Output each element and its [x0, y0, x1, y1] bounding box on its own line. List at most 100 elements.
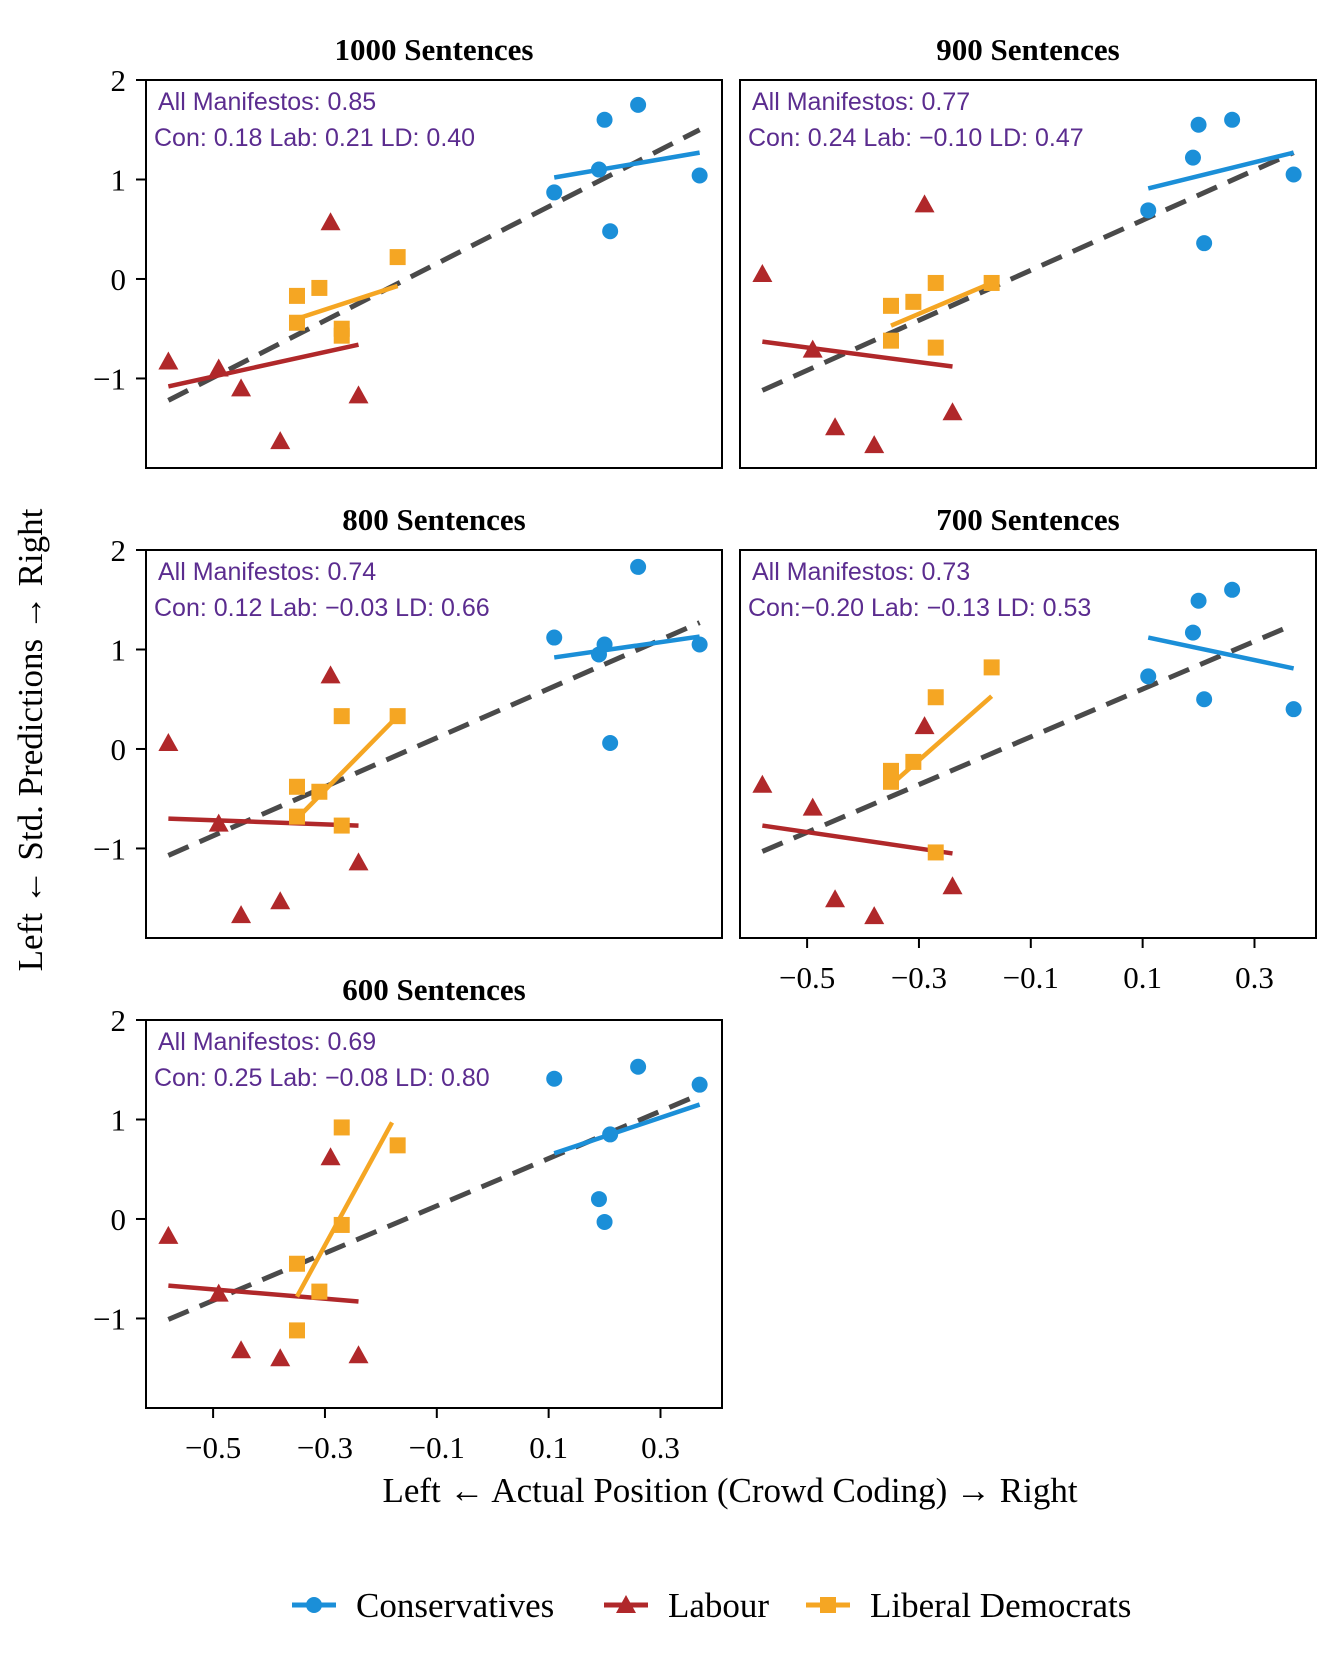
legend-marker-circle	[306, 1597, 322, 1613]
labour-point	[348, 852, 369, 871]
labour-point	[802, 797, 823, 816]
conservatives-point	[630, 1058, 647, 1075]
liberal-democrats-point	[927, 844, 944, 861]
labour-point	[158, 733, 179, 752]
conservatives-point	[630, 96, 647, 113]
legend-label: Liberal Democrats	[870, 1586, 1131, 1625]
labour-point	[752, 264, 773, 282]
labour-fit-line	[168, 816, 359, 828]
liberal-democrats-fit-line	[295, 1121, 395, 1298]
conservatives-point	[546, 1070, 563, 1087]
labour-point	[270, 1348, 291, 1367]
conservatives-point	[590, 161, 607, 178]
annotation-all: All Manifestos: 0.73	[752, 558, 970, 586]
conservatives-point	[590, 1191, 607, 1208]
x-tick-label: −0.5	[185, 1430, 241, 1465]
liberal-democrats-point	[905, 293, 922, 310]
liberal-democrats-point	[311, 1283, 328, 1300]
labour-point	[348, 385, 369, 404]
conservatives-point	[1140, 202, 1157, 219]
y-tick-label: 0	[111, 732, 127, 767]
annotation-parties: Con: 0.25 Lab: −0.08 LD: 0.80	[154, 1064, 490, 1092]
liberal-democrats-point	[288, 778, 305, 795]
labour-fit-line	[762, 339, 953, 369]
y-tick-label: 0	[111, 1202, 127, 1237]
labour-point	[802, 339, 823, 358]
x-tick-label: −0.3	[891, 960, 947, 995]
conservatives-point	[596, 111, 613, 128]
y-tick-label: 1	[111, 1102, 127, 1137]
labour-point	[864, 435, 885, 454]
annotation-all: All Manifestos: 0.77	[752, 88, 970, 116]
conservatives-point	[1224, 111, 1241, 128]
labour-point	[942, 402, 963, 421]
y-axis-label: Left ← Std. Predictions → Right	[11, 508, 50, 971]
liberal-democrats-point	[333, 708, 350, 725]
overall-fit-line	[761, 622, 1295, 854]
conservatives-point	[602, 1126, 619, 1143]
y-tick-label: 1	[111, 162, 127, 197]
conservatives-point	[1224, 581, 1241, 598]
labour-point	[914, 716, 935, 735]
labour-point	[270, 891, 291, 910]
conservatives-point	[602, 223, 619, 240]
labour-point	[270, 431, 291, 450]
legend-label: Conservatives	[356, 1586, 554, 1625]
conservatives-point	[602, 735, 619, 752]
liberal-democrats-point	[882, 297, 899, 314]
liberal-democrats-point	[288, 1322, 305, 1339]
labour-point	[320, 212, 341, 231]
conservatives-point	[1196, 235, 1213, 252]
y-tick-label: 2	[111, 1003, 127, 1038]
x-axis-label: Left ← Actual Position (Crowd Coding) → …	[382, 1471, 1077, 1510]
overall-fit-line	[167, 127, 701, 403]
conservatives-point	[596, 1213, 613, 1230]
labour-point	[208, 813, 229, 832]
annotation-parties: Con:−0.20 Lab: −0.13 LD: 0.53	[748, 594, 1091, 622]
x-tick-label: −0.1	[409, 1430, 465, 1465]
liberal-democrats-point	[927, 339, 944, 356]
conservatives-fit-line	[553, 150, 701, 180]
panel-frame	[145, 549, 723, 939]
liberal-democrats-point	[389, 708, 406, 725]
labour-fit-line	[167, 342, 359, 389]
liberal-democrats-point	[311, 279, 328, 296]
conservatives-point	[1285, 166, 1302, 183]
y-tick-label: 0	[111, 262, 127, 297]
liberal-democrats-point	[288, 314, 305, 331]
liberal-democrats-point	[905, 753, 922, 770]
liberal-democrats-point	[389, 249, 406, 266]
conservatives-fit-line	[1147, 150, 1295, 191]
panel-title: 600 Sentences	[342, 972, 525, 1007]
labour-point	[231, 378, 252, 397]
liberal-democrats-point	[983, 659, 1000, 676]
conservatives-point	[596, 636, 613, 653]
liberal-democrats-point	[927, 274, 944, 291]
conservatives-fit-line	[1147, 635, 1295, 671]
y-tick-label: 1	[111, 632, 127, 667]
legend-item-conservatives: Conservatives	[292, 1586, 554, 1625]
annotation-all: All Manifestos: 0.69	[158, 1028, 376, 1056]
liberal-democrats-point	[882, 332, 899, 349]
annotation-parties: Con: 0.12 Lab: −0.03 LD: 0.66	[154, 594, 490, 622]
legend-marker-square	[820, 1597, 836, 1613]
conservatives-point	[691, 1076, 708, 1093]
panel-frame	[739, 549, 1317, 939]
labour-point	[231, 1340, 252, 1359]
labour-point	[208, 1283, 229, 1302]
conservatives-point	[1184, 149, 1201, 166]
labour-point	[208, 358, 229, 377]
labour-point	[942, 876, 963, 895]
liberal-democrats-point	[333, 1119, 350, 1136]
labour-point	[825, 889, 846, 908]
liberal-democrats-fit-line	[296, 283, 399, 321]
liberal-democrats-point	[927, 689, 944, 706]
conservatives-fit-line	[553, 634, 700, 660]
labour-point	[825, 417, 846, 436]
annotation-parties: Con: 0.18 Lab: 0.21 LD: 0.40	[154, 124, 475, 152]
y-tick-label: −1	[93, 1301, 126, 1336]
panel-title: 700 Sentences	[936, 502, 1119, 537]
